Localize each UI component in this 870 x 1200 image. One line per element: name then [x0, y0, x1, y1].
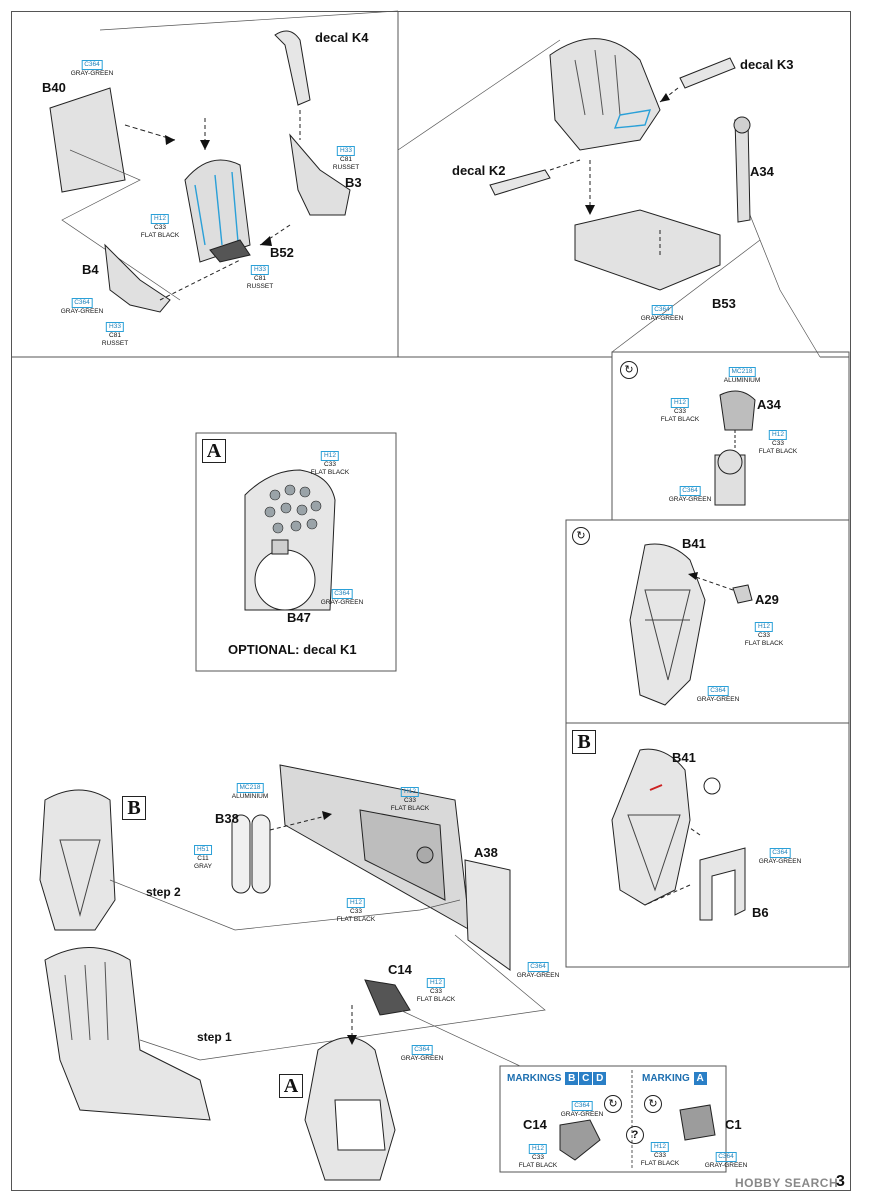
label-b40: B40 — [42, 80, 66, 95]
part-b4 — [104, 243, 171, 313]
label-b38: B38 — [215, 811, 239, 826]
part-b40 — [49, 87, 126, 193]
part-a34-detail — [719, 390, 756, 431]
optional-decal-note: OPTIONAL: decal K1 — [228, 642, 357, 657]
label-c1: C1 — [725, 1117, 742, 1132]
label-a29: A29 — [755, 592, 779, 607]
label-b41-upper: B41 — [682, 536, 706, 551]
label-c14: C14 — [388, 962, 412, 977]
part-decal-k3 — [679, 57, 736, 89]
step-1-label: step 1 — [197, 1030, 232, 1044]
refresh-icon: ↻ — [604, 1095, 622, 1113]
label-a34: A34 — [750, 164, 774, 179]
frame-b47 — [195, 432, 397, 672]
seat-assembly-step1 — [44, 947, 211, 1121]
box-letter-a-b47: A — [202, 439, 226, 463]
part-decal-k4 — [274, 30, 311, 106]
marking-a-header: MARKING A — [642, 1072, 707, 1085]
part-c14 — [364, 979, 411, 1016]
part-b53 — [574, 209, 721, 291]
label-b41-lower: B41 — [672, 750, 696, 765]
label-decal-k2: decal K2 — [452, 163, 506, 178]
label-b47: B47 — [287, 610, 311, 625]
part-c1-marking — [679, 1104, 716, 1141]
label-b6: B6 — [752, 905, 769, 920]
part-a34 — [734, 119, 751, 223]
refresh-icon: ↻ — [620, 361, 638, 379]
label-b52: B52 — [270, 245, 294, 260]
part-b6 — [699, 847, 746, 921]
frame-markings — [499, 1065, 727, 1173]
label-b53: B53 — [712, 296, 736, 311]
seat-assembly-step2 — [39, 789, 116, 931]
label-decal-k4: decal K4 — [315, 30, 369, 45]
part-b41-lower — [611, 748, 691, 906]
page-number: 3 — [836, 1173, 845, 1190]
frame-b41-b6 — [565, 722, 850, 968]
box-letter-b-seat: B — [122, 796, 146, 820]
seat-assembly-top-right — [549, 38, 661, 151]
label-c14-marking: C14 — [523, 1117, 547, 1132]
label-a38: A38 — [474, 845, 498, 860]
question-icon: ? — [626, 1126, 644, 1144]
refresh-icon: ↻ — [644, 1095, 662, 1113]
label-b3: B3 — [345, 175, 362, 190]
refresh-icon: ↻ — [572, 527, 590, 545]
box-letter-a-panel: A — [279, 1074, 303, 1098]
outer-frame — [11, 11, 851, 1191]
part-a29 — [732, 584, 753, 604]
box-letter-b-b41: B — [572, 730, 596, 754]
part-b38-bottle-1 — [231, 814, 251, 894]
step-2-label: step 2 — [146, 885, 181, 899]
hobby-search-watermark: HOBBY SEARCH — [735, 1176, 839, 1190]
part-side-panel — [464, 859, 511, 971]
label-a34-detail: A34 — [757, 397, 781, 412]
part-b38-bottle-2 — [251, 814, 271, 894]
label-b4: B4 — [82, 262, 99, 277]
label-decal-k3: decal K3 — [740, 57, 794, 72]
part-b3 — [289, 133, 351, 216]
part-b41-upper — [629, 543, 706, 706]
part-decal-k2 — [489, 169, 551, 196]
part-c14-marking — [559, 1119, 601, 1161]
